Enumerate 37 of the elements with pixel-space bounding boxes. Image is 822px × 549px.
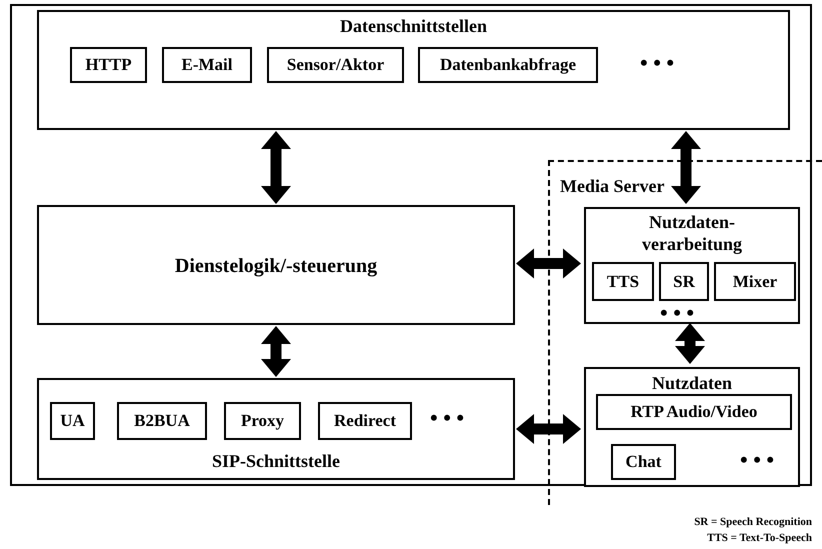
component-box: UA [50,402,95,440]
double-arrow [261,131,291,204]
component-box: Chat [611,444,676,480]
component-box: B2BUA [117,402,207,440]
panel [584,207,800,324]
panel-title: Datenschnittstellen [339,16,488,37]
double-arrow [516,414,581,444]
panel-title: SIP-Schnittstelle [211,451,341,472]
ellipsis: • • • [660,300,694,326]
legend-note: TTS = Text-To-Speech [707,532,812,544]
component-box: HTTP [70,47,147,83]
component-box: E-Mail [162,47,252,83]
panel [37,10,790,130]
ellipsis: • • • [740,447,774,473]
ellipsis: • • • [430,405,464,431]
component-box: Redirect [318,402,412,440]
panel-title: Media Server [560,176,664,197]
component-box: TTS [592,262,654,301]
dashed-region [548,160,822,505]
panel-title: Nutzdaten [651,373,733,394]
double-arrow [261,326,291,377]
double-arrow [675,323,705,364]
component-box: Proxy [224,402,301,440]
component-box: Mixer [714,262,796,301]
ellipsis: • • • [640,50,674,76]
panel [584,367,800,487]
double-arrow [516,248,581,278]
component-box: SR [659,262,709,301]
component-box: RTP Audio/Video [596,394,792,430]
panel [37,205,515,325]
panel-title: Nutzdaten- verarbeitung [641,211,743,255]
component-box: Sensor/Aktor [267,47,404,83]
panel [37,378,515,480]
double-arrow [671,131,701,204]
component-box: Datenbankabfrage [418,47,598,83]
legend-note: SR = Speech Recognition [694,516,812,528]
panel-title: Dienstelogik/-steuerung [174,255,378,278]
